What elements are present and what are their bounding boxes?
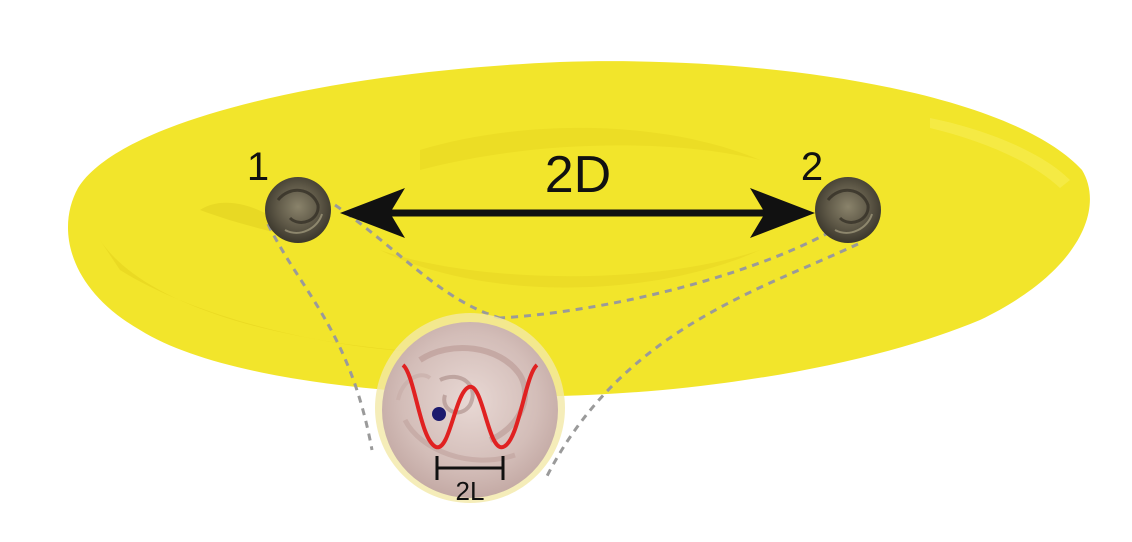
well-width-label: 2L	[456, 476, 485, 506]
site-1: 1	[247, 145, 331, 243]
double-well-inset: 2L	[375, 313, 565, 506]
separation-arrow: 2D	[340, 146, 815, 238]
dashed-line-site1-inset-left	[266, 223, 374, 451]
site-2-label: 2	[801, 145, 823, 189]
dashed-line-site2-inset-right	[543, 242, 859, 481]
dashed-connector-lines	[266, 203, 859, 481]
yellow-disk	[67, 61, 1090, 397]
double-well-potential-curve	[401, 363, 539, 450]
site-2: 2	[801, 145, 881, 243]
dashed-line-site1-inset-top	[334, 203, 501, 320]
arrowhead-right	[750, 188, 815, 238]
well-width-bar	[435, 456, 505, 480]
site-1-label: 1	[247, 145, 269, 189]
arrowhead-left	[340, 188, 405, 238]
separation-label: 2D	[545, 146, 611, 204]
dashed-line-site2-inset-top	[499, 230, 831, 320]
particle-dot-icon	[432, 407, 446, 421]
